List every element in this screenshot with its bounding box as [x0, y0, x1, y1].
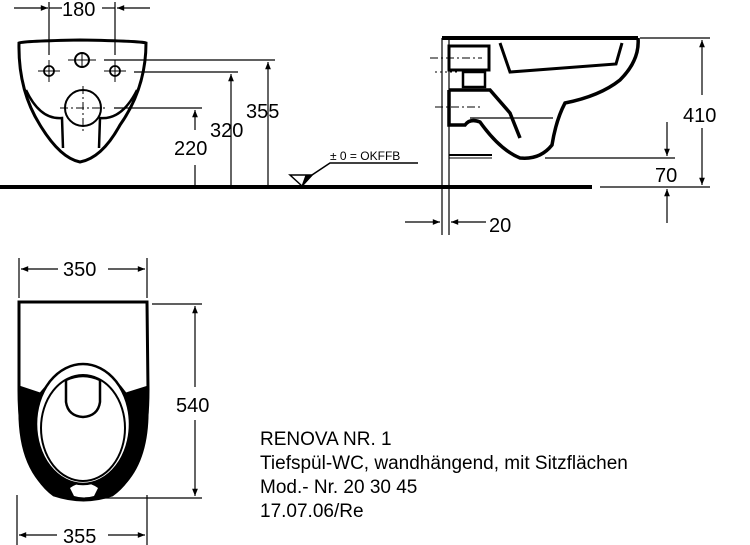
dim-lower-fixing-height: 320 — [210, 120, 243, 142]
dim-width-bottom: 355 — [63, 526, 96, 545]
info-block: RENOVA NR. 1 Tiefspül-WC, wandhängend, m… — [260, 428, 628, 524]
floor-reference-symbol — [288, 162, 418, 188]
product-description: Tiefspül-WC, wandhängend, mit Sitzfläche… — [260, 453, 628, 474]
dim-upper-fixing-height: 355 — [246, 101, 279, 123]
date-reference: 17.07.06/Re — [260, 501, 364, 522]
dim-wall-offset: 20 — [489, 215, 511, 237]
dim-bottom-clearance: 70 — [655, 165, 677, 187]
side-view — [405, 36, 710, 235]
floor-reference-label: ± 0 = OKFFB — [330, 149, 400, 163]
top-view — [16, 258, 202, 545]
dim-depth: 540 — [176, 395, 209, 417]
model-number: Mod.- Nr. 20 30 45 — [260, 477, 418, 498]
dim-width-top: 350 — [63, 259, 96, 281]
dim-total-height: 410 — [683, 105, 716, 127]
product-title: RENOVA NR. 1 — [260, 429, 392, 450]
dim-outlet-height: 220 — [174, 138, 207, 160]
front-view — [14, 2, 275, 186]
dim-fixing-spacing: 180 — [62, 0, 95, 21]
